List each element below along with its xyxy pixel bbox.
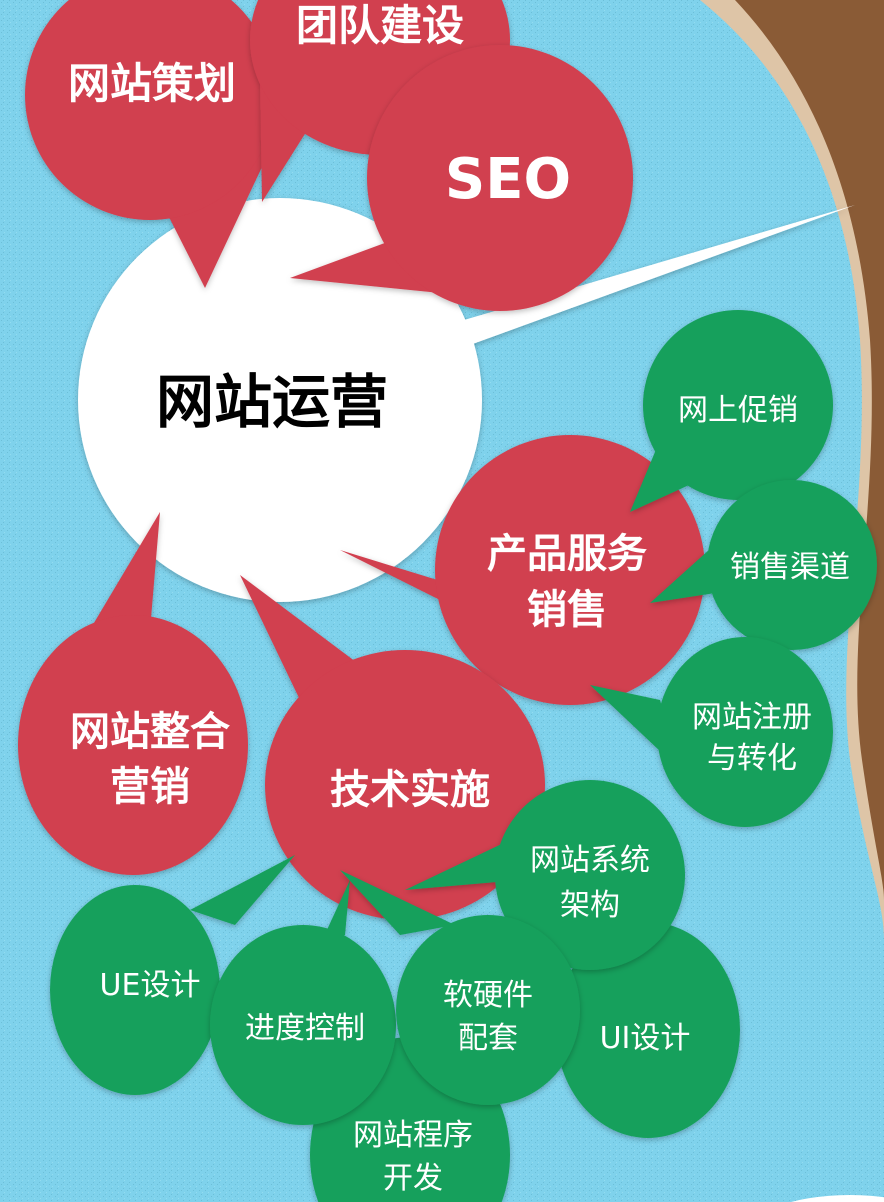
bottom-white-arc xyxy=(791,1195,884,1202)
label-ui-design: UI设计 xyxy=(600,1021,691,1056)
bubble-body xyxy=(707,480,877,650)
bubble-body xyxy=(657,637,833,827)
label-registration-line2: 与转化 xyxy=(707,741,797,776)
red-bubble-seo[interactable] xyxy=(290,45,633,311)
label-marketing-line2: 营销 xyxy=(110,764,190,810)
label-architecture-line1: 网站系统 xyxy=(530,843,650,878)
green-bubble-architecture[interactable] xyxy=(405,780,685,970)
green-bubble-ue-design[interactable] xyxy=(50,855,295,1095)
label-online-promo: 网上促销 xyxy=(678,393,798,428)
label-sales-channel: 销售渠道 xyxy=(730,550,850,585)
green-bubble-ui-design[interactable] xyxy=(556,922,740,1138)
bubble-tail xyxy=(630,440,700,512)
green-bubble-sales-channel[interactable] xyxy=(650,480,877,650)
label-tech: 技术实施 xyxy=(330,767,490,813)
label-progress: 进度控制 xyxy=(245,1011,365,1046)
label-registration-line1: 网站注册 xyxy=(692,700,812,735)
label-marketing-line1: 网站整合 xyxy=(70,709,230,755)
red-bubble-tech[interactable] xyxy=(240,575,545,920)
label-product-line2: 销售 xyxy=(527,587,607,633)
bubble-body xyxy=(210,925,396,1125)
label-product-line1: 产品服务 xyxy=(487,531,647,577)
red-bubble-marketing[interactable] xyxy=(18,512,248,875)
bubble-tail xyxy=(590,685,680,770)
green-bubble-registration[interactable] xyxy=(590,637,833,827)
bubble-body xyxy=(265,650,545,920)
label-hardware-line1: 软硬件 xyxy=(443,978,533,1013)
bubble-body xyxy=(50,885,220,1095)
bubble-body xyxy=(495,780,685,970)
bubble-body xyxy=(367,45,633,311)
label-team: 团队建设 xyxy=(296,1,464,50)
label-dev-line1: 网站程序 xyxy=(353,1118,473,1153)
label-ue-design: UE设计 xyxy=(100,968,201,1003)
green-bubble-online-promo[interactable] xyxy=(630,310,833,512)
label-planning: 网站策划 xyxy=(68,59,236,108)
label-hardware-line2: 配套 xyxy=(458,1021,518,1056)
bubble-body xyxy=(643,310,833,500)
center-circle xyxy=(78,198,482,602)
center-node[interactable] xyxy=(78,198,855,602)
bubble-body xyxy=(396,915,580,1105)
bubble-body xyxy=(18,615,248,875)
label-seo: SEO xyxy=(445,147,571,212)
bubble-tail xyxy=(190,855,295,925)
bubble-body xyxy=(25,0,275,220)
center-label: 网站运营 xyxy=(156,368,388,436)
label-architecture-line2: 架构 xyxy=(560,888,620,923)
red-bubble-planning[interactable] xyxy=(25,0,275,288)
brown-edge-shape xyxy=(735,0,884,900)
green-bubble-hardware[interactable] xyxy=(340,870,580,1105)
bubble-tail xyxy=(405,840,520,890)
bubble-body xyxy=(556,922,740,1138)
label-dev-line2: 开发 xyxy=(383,1161,443,1196)
center-pointer-tail xyxy=(430,205,855,345)
bubble-tail xyxy=(340,870,455,935)
green-bubble-progress[interactable] xyxy=(210,880,396,1125)
